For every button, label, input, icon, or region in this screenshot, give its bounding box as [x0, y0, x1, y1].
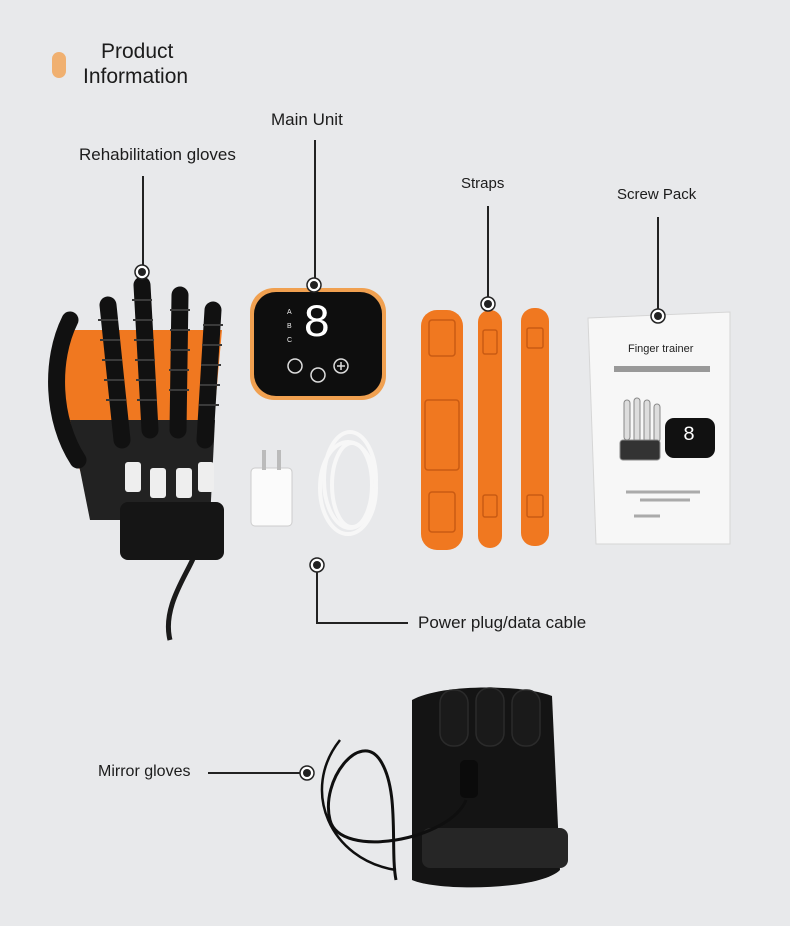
manual-device-digit: 8 [683, 424, 696, 447]
label-rehabilitation-gloves: Rehabilitation gloves [79, 145, 236, 164]
main-unit-mode-b: B [287, 323, 292, 330]
header-title-line2: Information [83, 65, 189, 88]
leader-power-plug-horizontal [316, 622, 408, 624]
header-title-line1: Product [101, 40, 174, 63]
label-main-unit: Main Unit [271, 110, 343, 129]
leader-screw-pack [657, 217, 659, 312]
label-screw-pack: Screw Pack [617, 186, 697, 203]
manual-booklet-image [587, 311, 731, 545]
label-mirror-gloves: Mirror gloves [98, 763, 191, 780]
leader-power-plug-vertical [316, 570, 318, 624]
main-unit-mode-c: C [287, 337, 293, 344]
power-plug-image [250, 450, 293, 527]
usb-cable-image [318, 430, 378, 536]
label-straps: Straps [461, 175, 505, 192]
manual-title: Finger trainer [628, 343, 694, 355]
leader-straps [487, 206, 489, 300]
leader-main-unit [314, 140, 316, 283]
straps-image [421, 308, 549, 550]
label-power-plug-data-cable: Power plug/data cable [418, 613, 587, 632]
leader-rehab-gloves [142, 176, 144, 270]
rehabilitation-glove-image [48, 264, 224, 641]
main-unit-display-digit: 8 [303, 298, 331, 350]
main-unit-mode-a: A [287, 309, 292, 316]
leader-mirror-gloves [208, 772, 300, 774]
main-unit-image [250, 277, 386, 400]
header-accent-pill [52, 52, 66, 78]
mirror-glove-image [320, 687, 568, 888]
